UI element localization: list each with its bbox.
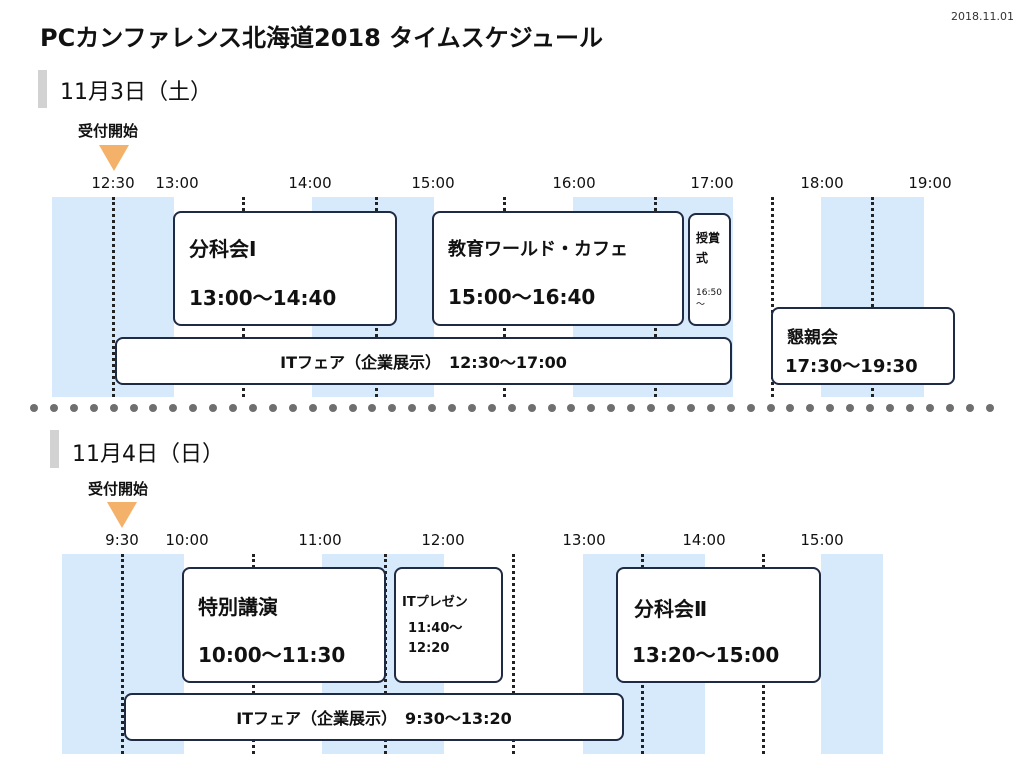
day2-reception-label: 受付開始	[88, 480, 149, 498]
day2-tick: 14:00	[682, 531, 726, 549]
session-time-line2: 〜	[696, 300, 706, 310]
session-it-presen[interactable]: ITプレゼン 11:40〜 12:20	[394, 567, 503, 683]
session-name: 特別講演	[198, 595, 278, 619]
session-name-line2: 式	[696, 251, 709, 265]
session-time: 17:30〜19:30	[785, 356, 918, 377]
day2-half-hour-line	[512, 554, 515, 754]
session-time: 10:00〜11:30	[198, 643, 346, 667]
day1-half-hour-line	[112, 197, 115, 397]
day1-half-hour-line	[771, 197, 774, 397]
day2-band	[821, 554, 883, 754]
it-fair-day2[interactable]: ITフェア（企業展示） 9:30〜13:20	[124, 693, 624, 741]
day2-tick: 15:00	[800, 531, 844, 549]
day2-tick: 13:00	[562, 531, 606, 549]
session-time: 13:00〜14:40	[189, 286, 337, 310]
session-name: 懇親会	[787, 328, 838, 348]
session-konshinkai[interactable]: 懇親会 17:30〜19:30	[771, 307, 955, 385]
day2-tick: 9:30	[105, 531, 139, 549]
date-stamp: 2018.11.01	[951, 10, 1014, 23]
day1-tick: 15:00	[411, 174, 455, 192]
day1-tick: 19:00	[908, 174, 952, 192]
day1-heading-bar	[38, 70, 47, 108]
day2-tick: 11:00	[298, 531, 342, 549]
session-time: 13:20〜15:00	[632, 643, 780, 667]
day2-tick: 10:00	[165, 531, 209, 549]
day2-heading: 11月4日（日）	[72, 442, 224, 467]
day1-reception-arrow-icon	[99, 145, 129, 171]
session-kyoiku-world-cafe[interactable]: 教育ワールド・カフェ 15:00〜16:40	[432, 211, 684, 326]
day2-reception-arrow-icon	[107, 502, 137, 528]
session-name: 教育ワールド・カフェ	[448, 239, 628, 260]
session-time-line1: 16:50	[696, 288, 722, 298]
day1-tick: 17:00	[690, 174, 734, 192]
session-time-line2: 12:20	[408, 641, 450, 656]
day2-half-hour-line	[121, 554, 124, 754]
day1-heading: 11月3日（土）	[60, 80, 212, 105]
day1-tick: 18:00	[800, 174, 844, 192]
day1-tick: 14:00	[288, 174, 332, 192]
page-title: PCカンファレンス北海道2018 タイムスケジュール	[40, 24, 603, 52]
session-bunkakai2[interactable]: 分科会Ⅱ 13:20〜15:00	[616, 567, 821, 683]
session-name: 分科会Ⅰ	[189, 237, 257, 261]
day1-tick: 12:30	[91, 174, 135, 192]
session-tokubetsu-koen[interactable]: 特別講演 10:00〜11:30	[182, 567, 386, 683]
session-jushoshiki[interactable]: 授賞 式 16:50 〜	[688, 213, 731, 326]
day1-tick: 16:00	[552, 174, 596, 192]
day1-half-hour-line	[871, 197, 874, 397]
session-name: ITプレゼン	[402, 595, 468, 610]
day-separator	[30, 404, 994, 414]
session-time: 15:00〜16:40	[448, 285, 596, 309]
day2-tick: 12:00	[421, 531, 465, 549]
session-time-line1: 11:40〜	[408, 621, 463, 636]
session-bunkakai1[interactable]: 分科会Ⅰ 13:00〜14:40	[173, 211, 397, 326]
session-name-line1: 授賞	[696, 231, 721, 245]
it-fair-day1[interactable]: ITフェア（企業展示） 12:30〜17:00	[115, 337, 732, 385]
day1-reception-label: 受付開始	[78, 122, 139, 140]
session-name: 分科会Ⅱ	[634, 597, 708, 621]
day1-tick: 13:00	[155, 174, 199, 192]
day2-heading-bar	[50, 430, 59, 468]
